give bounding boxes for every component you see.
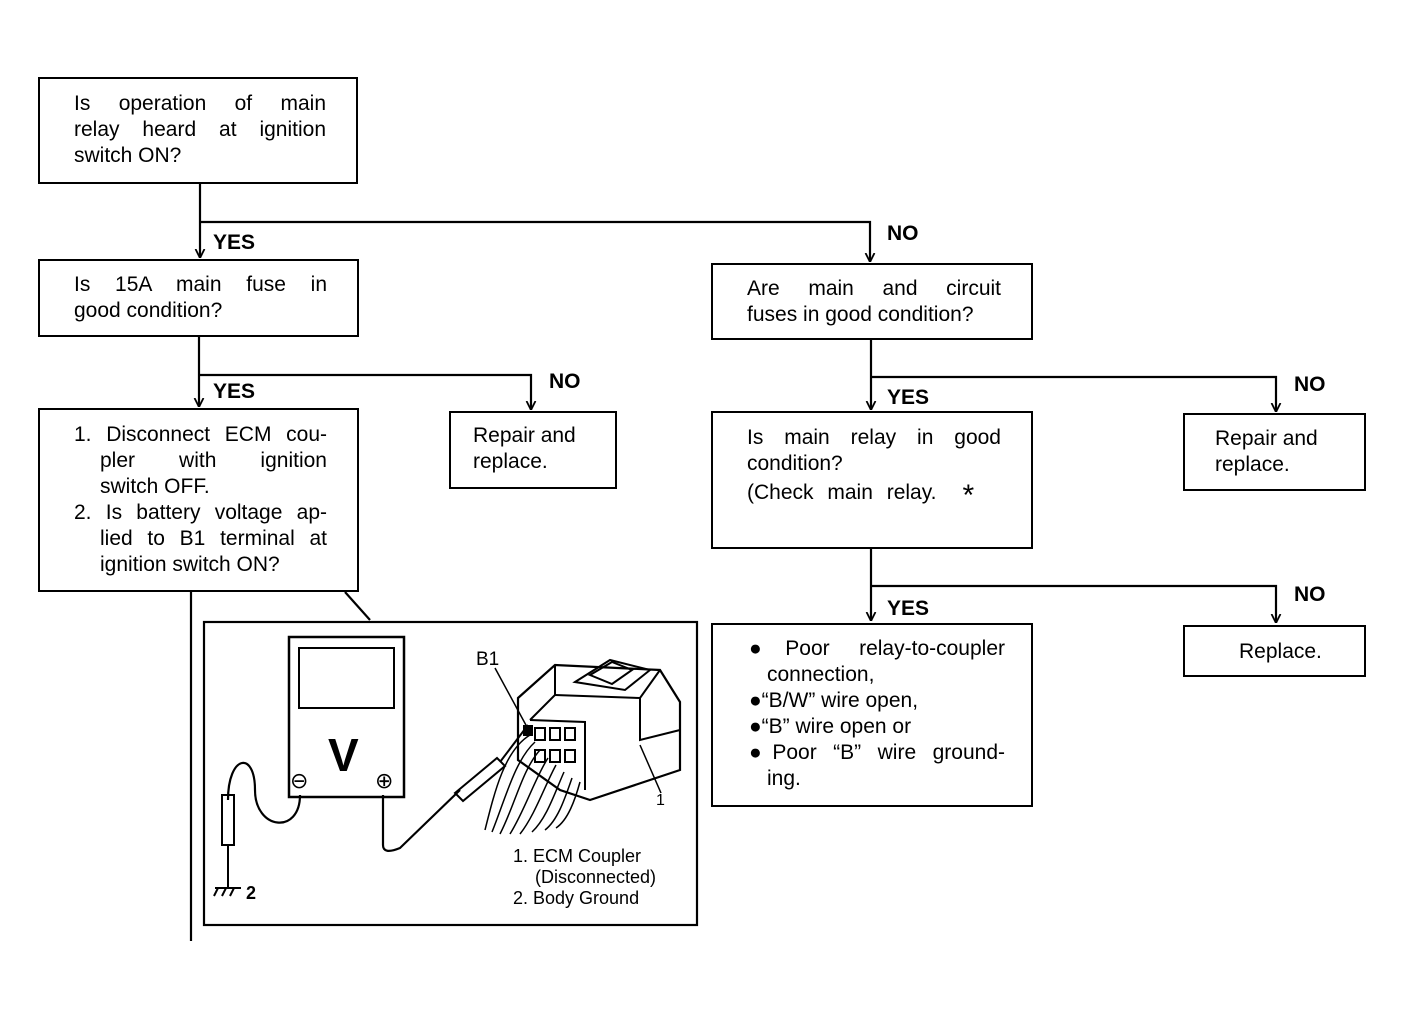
- b1-terminal-tag: B1: [476, 649, 500, 670]
- ground-lead: [226, 761, 302, 824]
- voltmeter-display: [298, 647, 395, 709]
- coupler-number-tag: 1: [656, 792, 665, 809]
- box-causes-line-5: ●Poor “B” wire ground-: [749, 741, 1005, 764]
- voltmeter-illustration: [202, 620, 699, 927]
- box-main-relay-line-1: Is main relay in good: [747, 426, 1001, 449]
- label-no-4: NO: [1294, 583, 1326, 606]
- legend-line-3: 2. Body Ground: [513, 888, 640, 908]
- box-ecm-check-line-3: switch OFF.: [100, 475, 210, 498]
- box-ecm-check-line-6: ignition switch ON?: [100, 553, 280, 576]
- b1-leader: [494, 667, 528, 728]
- box-causes-line-6: ing.: [767, 767, 801, 790]
- illustration-frame: [202, 620, 699, 927]
- box-replace: Replace.: [1183, 625, 1366, 677]
- box-repair-left: Repair and replace.: [449, 411, 617, 489]
- wire-bundle: [484, 734, 581, 835]
- connector-no-3: [871, 375, 1276, 412]
- box-ecm-check-line-5: lied to B1 terminal at: [100, 527, 327, 550]
- box-main-relay-line-3-text: (Check main relay.: [747, 481, 937, 504]
- box-ecm-check-line-2: pler with ignition: [100, 449, 327, 472]
- box-repair-right-line-2: replace.: [1215, 453, 1290, 476]
- box-15a-fuse: Is 15A main fuse in good condition?: [38, 259, 359, 337]
- asterisk-mark: *: [962, 479, 975, 512]
- positive-lead: [381, 789, 461, 852]
- connector-no-1: [200, 220, 870, 262]
- voltmeter-body: [287, 635, 406, 799]
- label-yes-4: YES: [887, 597, 930, 620]
- box-main-relay-line-3: (Check main relay. *: [747, 477, 1001, 511]
- box-main-relay: Is main relay in good condition? (Check …: [711, 411, 1033, 549]
- box-repair-right-line-1: Repair and: [1215, 427, 1318, 450]
- box-relay-heard-line-1: Is operation of main: [74, 92, 326, 115]
- box-causes: ●Poor relay-to-coupler connection, ●“B/W…: [711, 623, 1033, 807]
- plus-terminal-icon: ⊕: [375, 768, 394, 793]
- voltmeter-v-symbol: V: [328, 729, 359, 781]
- ground-probe: [221, 794, 235, 846]
- box-15a-fuse-line-2: good condition?: [74, 299, 223, 322]
- illustration-legend: 1. ECM Coupler (Disconnected) 2. Body Gr…: [513, 846, 656, 909]
- legend-line-1: 1. ECM Coupler: [513, 846, 642, 866]
- box-relay-heard: Is operation of main relay heard at igni…: [38, 77, 358, 184]
- box-main-relay-line-2: condition?: [747, 452, 843, 475]
- box-repair-left-line-2: replace.: [473, 450, 548, 473]
- minus-terminal-icon: ⊖: [290, 768, 309, 793]
- box-15a-fuse-line-1: Is 15A main fuse in: [74, 273, 327, 296]
- box-repair-right: Repair and replace.: [1183, 413, 1366, 491]
- connector-no-4: [871, 584, 1276, 623]
- box-main-circuit-fuses: Are main and circuit fuses in good condi…: [711, 263, 1033, 340]
- label-yes-1: YES: [213, 231, 256, 254]
- box-ecm-check: 1. Disconnect ECM cou- pler with ignitio…: [38, 408, 359, 592]
- box-ecm-check-line-4: 2. Is battery voltage ap-: [74, 501, 327, 524]
- label-no-2: NO: [549, 370, 581, 393]
- callout-pointer: [344, 591, 371, 621]
- box-causes-line-2: connection,: [767, 663, 875, 686]
- positive-probe: [453, 756, 507, 803]
- ground-number-tag: 2: [246, 883, 257, 903]
- box-causes-line-3: ●“B/W” wire open,: [749, 689, 919, 712]
- connector-no-2: [199, 373, 531, 410]
- box-causes-line-1: ●Poor relay-to-coupler: [749, 637, 1005, 660]
- box-relay-heard-line-2: relay heard at ignition: [74, 118, 326, 141]
- box-causes-line-4: ●“B” wire open or: [749, 715, 912, 738]
- box-replace-line-1: Replace.: [1239, 640, 1322, 663]
- box-relay-heard-line-3: switch ON?: [74, 144, 182, 167]
- label-yes-3: YES: [887, 386, 930, 409]
- legend-line-2: (Disconnected): [535, 867, 657, 887]
- box-repair-left-line-1: Repair and: [473, 424, 576, 447]
- label-no-1: NO: [887, 222, 919, 245]
- ecm-coupler: [516, 658, 682, 802]
- coupler-leader: [639, 744, 662, 794]
- box-ecm-check-line-1: 1. Disconnect ECM cou-: [74, 423, 327, 446]
- box-main-circuit-fuses-line-2: fuses in good condition?: [747, 303, 974, 326]
- label-yes-2: YES: [213, 380, 256, 403]
- box-main-circuit-fuses-line-1: Are main and circuit: [747, 277, 1001, 300]
- label-no-3: NO: [1294, 373, 1326, 396]
